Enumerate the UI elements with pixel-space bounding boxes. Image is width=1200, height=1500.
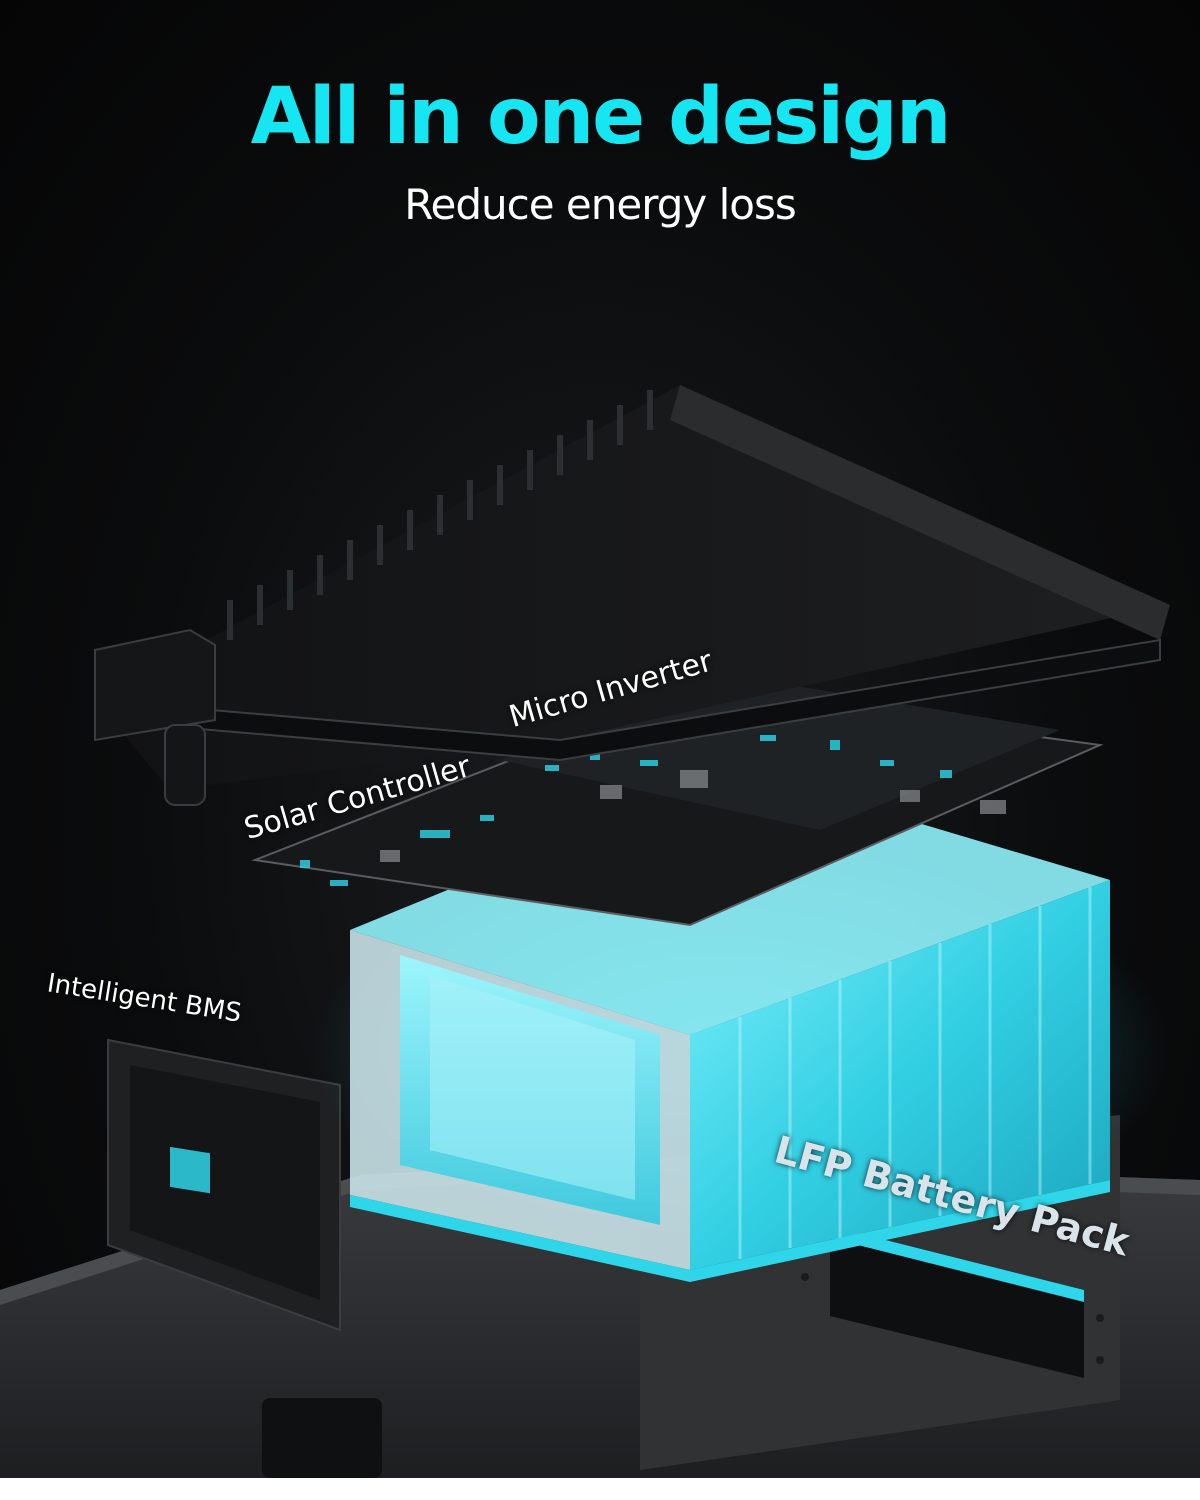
heatsink-lid	[94, 385, 1170, 806]
bottom-strip	[0, 1478, 1200, 1500]
battery-pack	[350, 770, 1110, 1282]
headline: All in one design	[250, 72, 952, 162]
subheadline: Reduce energy loss	[404, 180, 797, 229]
bms-board	[107, 1038, 341, 1332]
